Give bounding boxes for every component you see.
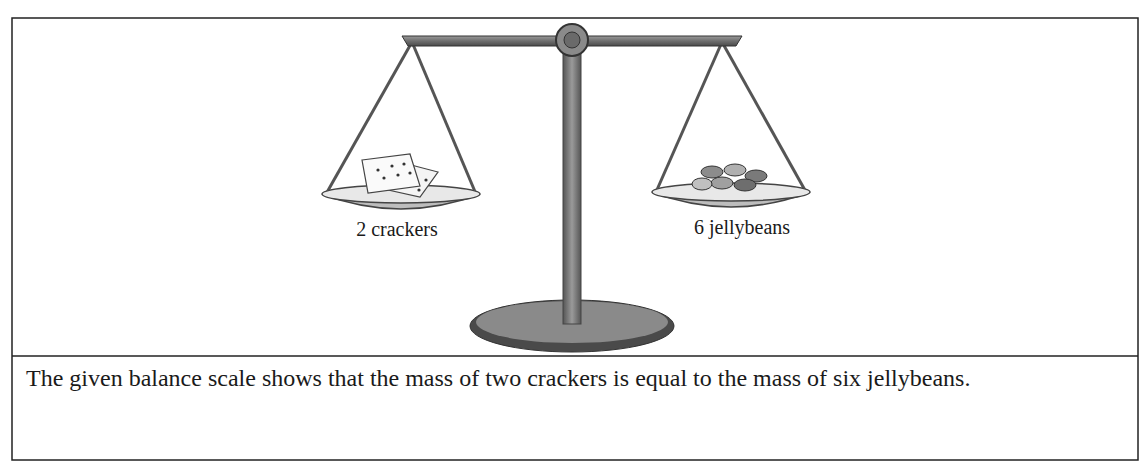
- pan-string: [722, 42, 806, 192]
- pan-label: 6 jellybeans: [694, 216, 790, 239]
- scale-pole: [563, 46, 581, 324]
- pan-label: 2 crackers: [356, 218, 438, 241]
- jellybeans: [692, 164, 767, 191]
- crackers: [362, 154, 438, 197]
- scale-pivot: [556, 24, 588, 56]
- frame: [12, 18, 1138, 460]
- pan-string: [656, 42, 722, 192]
- divider: [12, 355, 1138, 357]
- scale-pivot: [564, 32, 580, 48]
- caption: The given balance scale shows that the m…: [26, 362, 1126, 396]
